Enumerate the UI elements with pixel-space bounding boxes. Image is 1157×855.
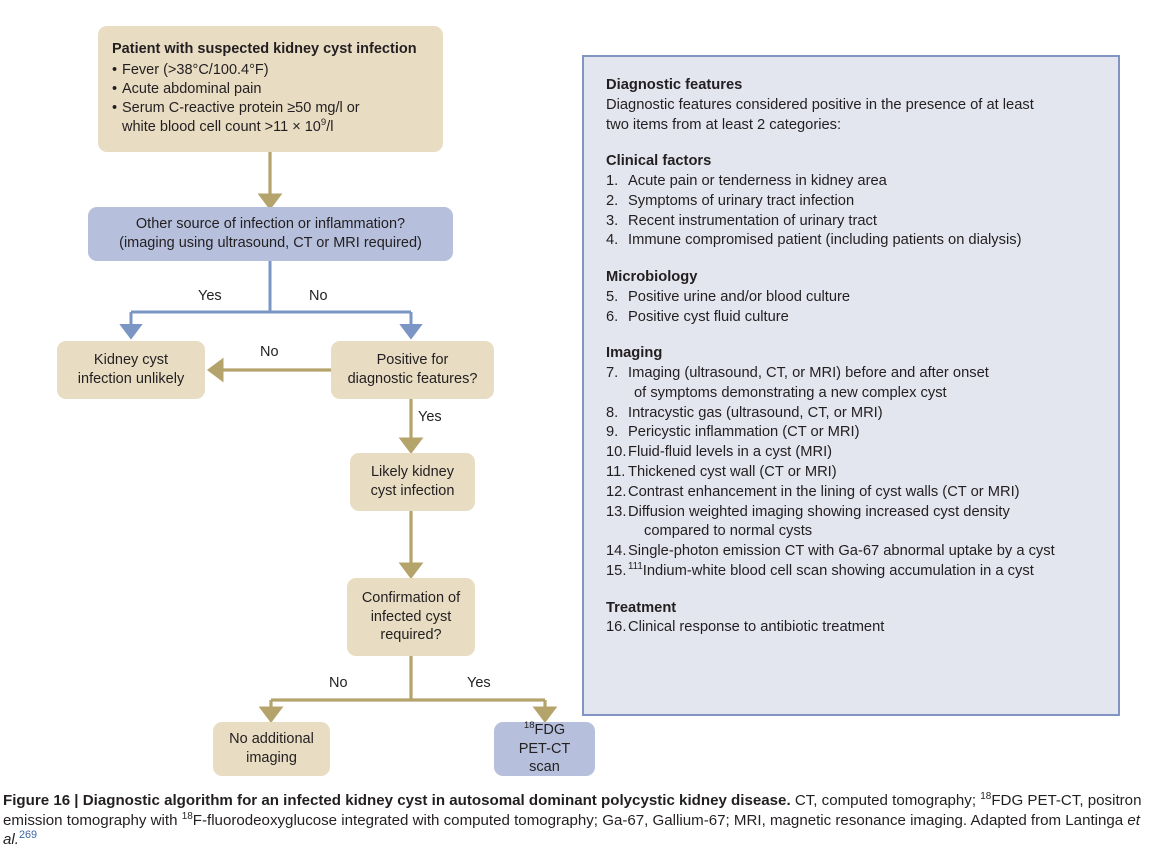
section-heading-imaging: Imaging — [606, 345, 663, 362]
figure-number: Figure 16 — [3, 792, 71, 809]
list-item: Fever (>38°C/100.4°F) — [112, 61, 429, 81]
node-other-source: Other source of infection or inflammatio… — [88, 207, 453, 261]
list-item: 8.Intracystic gas (ultrasound, CT, or MR… — [606, 404, 883, 421]
section-heading-microbiology: Microbiology — [606, 269, 698, 286]
spacer — [606, 251, 1098, 268]
list-item: 14.Single-photon emission CT with Ga-67 … — [606, 543, 1055, 560]
list-item: 12.Contrast enhancement in the lining of… — [606, 483, 1020, 500]
list-item: 2.Symptoms of urinary tract infection — [606, 192, 855, 209]
superscript-isotope-f: 18 — [181, 810, 193, 822]
list-item: 6.Positive cyst fluid culture — [606, 308, 789, 325]
panel-intro-line-1: Diagnostic features considered positive … — [606, 96, 1034, 113]
node-other-source-text: Other source of infection or inflammatio… — [119, 216, 422, 251]
panel-title: Diagnostic features — [606, 77, 743, 93]
list-microbiology: 5.Positive urine and/or blood culture 6.… — [606, 288, 1098, 328]
figure-caption: Figure 16 | Diagnostic algorithm for an … — [3, 791, 1155, 850]
spacer — [606, 135, 1098, 152]
edge-label-no-bottom: No — [329, 675, 348, 691]
list-treatment: 16.Clinical response to antibiotic treat… — [606, 618, 1098, 638]
list-imaging: 7.Imaging (ultrasound, CT, or MRI) befor… — [606, 364, 1098, 581]
superscript-isotope: 111 — [628, 560, 643, 572]
spacer — [606, 582, 1098, 599]
list-item: Serum C-reactive protein ≥50 mg/l orwhit… — [112, 99, 429, 138]
flowchart-connectors — [119, 152, 558, 724]
node-infection-unlikely: Kidney cyst infection unlikely — [57, 341, 205, 399]
node-confirmation-text: Confirmation of infected cyst required? — [361, 590, 461, 644]
list-item: 15.111Indium-white blood cell scan showi… — [606, 560, 1034, 579]
caption-text-1: CT, computed tomography; — [790, 792, 981, 809]
superscript-isotope-fdg: 18 — [980, 790, 992, 802]
node-likely-kidney-cyst-infection: Likely kidney cyst infection — [350, 453, 475, 511]
section-heading-treatment: Treatment — [606, 599, 677, 616]
node-likely-infection-text: Likely kidney cyst infection — [370, 464, 455, 499]
node-no-additional-imaging: No additional imaging — [213, 722, 330, 776]
list-item: 4.Immune compromised patient (including … — [606, 232, 1022, 249]
caption-reference-number: 269 — [18, 829, 38, 842]
caption-separator: | — [70, 792, 83, 809]
node-patient-heading: Patient with suspected kidney cyst infec… — [112, 41, 417, 58]
caption-text-3: F-fluorodeoxyglucose integrated with com… — [192, 811, 1128, 829]
node-positive-for-diagnostic-features: Positive for diagnostic features? — [331, 341, 494, 399]
list-item: 13.Diffusion weighted imaging showing in… — [606, 503, 1010, 540]
node-patient-suspected: Patient with suspected kidney cyst infec… — [98, 26, 443, 152]
list-item: Acute abdominal pain — [112, 80, 429, 100]
caption-et-al: et al. — [3, 811, 1140, 849]
section-heading-clinical-factors: Clinical factors — [606, 153, 712, 170]
list-item: 3.Recent instrumentation of urinary trac… — [606, 212, 877, 229]
node-pet-ct-text: 18FDG PET-CT scan — [518, 720, 571, 776]
edge-label-yes-bottom: Yes — [467, 675, 491, 691]
diagnostic-features-panel: Diagnostic features Diagnostic features … — [582, 55, 1120, 716]
list-item: 16.Clinical response to antibiotic treat… — [606, 619, 885, 636]
list-item: 10.Fluid-fluid levels in a cyst (MRI) — [606, 444, 833, 461]
node-confirmation-required: Confirmation of infected cyst required? — [347, 578, 475, 656]
list-item: 1.Acute pain or tenderness in kidney are… — [606, 173, 887, 190]
node-infection-unlikely-text: Kidney cyst infection unlikely — [77, 352, 185, 387]
node-no-imaging-text: No additional imaging — [229, 731, 314, 766]
list-item: 11.Thickened cyst wall (CT or MRI) — [606, 464, 837, 481]
figure-title: Diagnostic algorithm for an infected kid… — [82, 792, 791, 809]
node-patient-bullets: Fever (>38°C/100.4°F) Acute abdominal pa… — [112, 61, 429, 138]
edge-label-yes-left: Yes — [198, 288, 222, 304]
edge-label-no-right: No — [309, 288, 328, 304]
list-clinical-factors: 1.Acute pain or tenderness in kidney are… — [606, 172, 1098, 251]
edge-label-no-to-unlikely: No — [260, 344, 279, 360]
list-item: 7.Imaging (ultrasound, CT, or MRI) befor… — [606, 365, 989, 401]
superscript-isotope: 18 — [523, 720, 535, 732]
list-item: 9.Pericystic inflammation (CT or MRI) — [606, 424, 860, 441]
panel-intro-line-2: two items from at least 2 categories: — [606, 116, 842, 133]
edge-label-yes-to-likely: Yes — [418, 409, 442, 425]
caption-text-2: FDG PET-CT, positron emission tomography… — [3, 792, 1142, 829]
spacer — [606, 327, 1098, 344]
list-item: 5.Positive urine and/or blood culture — [606, 288, 851, 305]
flowchart: Patient with suspected kidney cyst infec… — [0, 0, 595, 790]
superscript-exponent: 9 — [320, 117, 327, 129]
node-positive-features-text: Positive for diagnostic features? — [347, 352, 478, 387]
node-fdg-pet-ct-scan: 18FDG PET-CT scan — [494, 720, 595, 776]
